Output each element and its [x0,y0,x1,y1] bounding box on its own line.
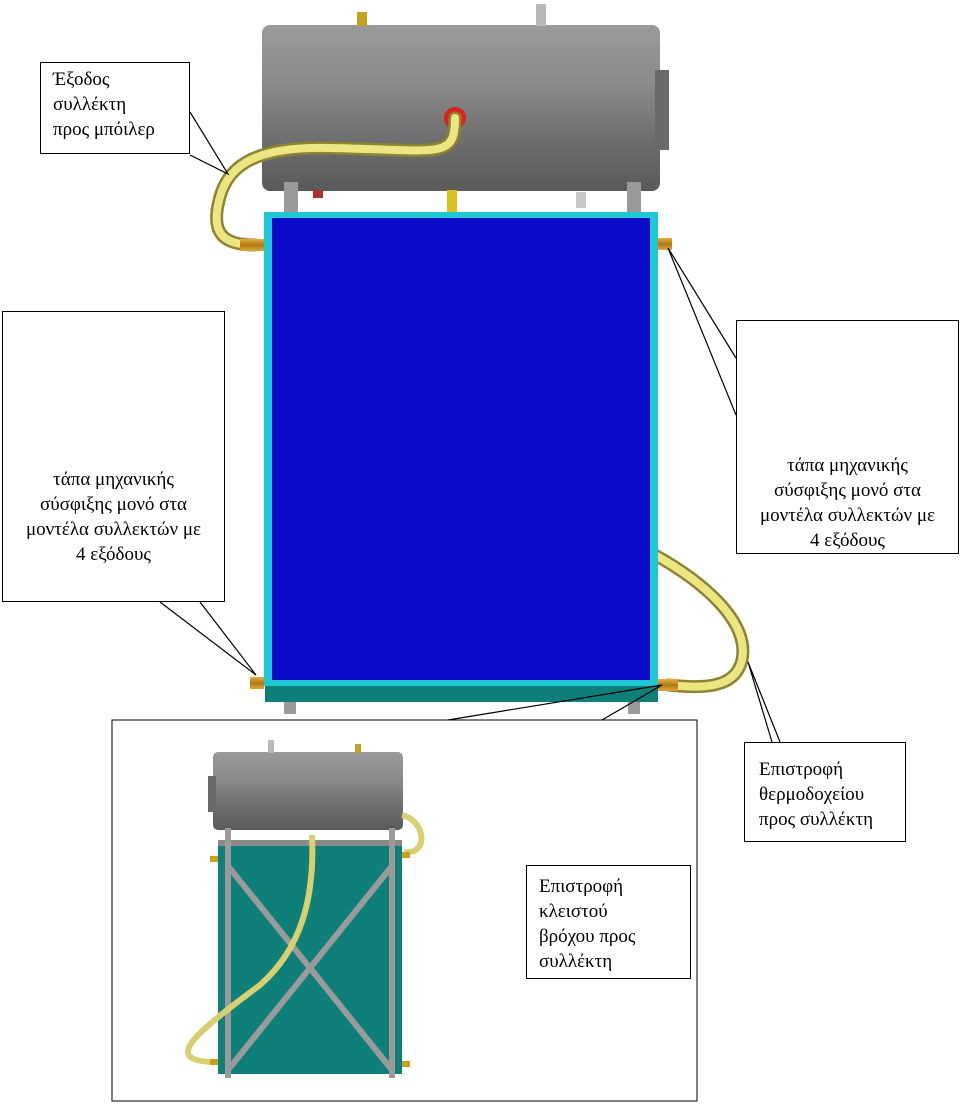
callout-plug-right: τάπα μηχανικής σύσφιξης μονό στα μοντέλα… [736,320,959,554]
main-tank-leg-left [284,182,298,214]
callout-closed-loop-return: Επιστροφή κλειστού βρόχου προς συλλέκτη [526,865,691,979]
label-tank-return: Επιστροφή θερμοδοχείου προς συλλέκτη [759,759,874,830]
inset-return-hose [185,834,316,1065]
leader-outlet [189,111,230,176]
collector-foot-right [628,702,640,714]
label-plug-left: τάπα μηχανικής σύσφιξης μονό στα μοντέλα… [25,469,202,565]
fitting-top-left [240,239,264,251]
callout-plug-left: τάπα μηχανικής σύσφιξης μονό στα μοντέλα… [2,311,225,602]
main-tank-bottom-valve [576,192,586,208]
main-tank-body [262,25,660,191]
outlet-hose-highlight [212,114,459,249]
inset-fitting-bottom-right [402,1061,410,1067]
callout-tank-return: Επιστροφή θερμοδοχείου προς συλλέκτη [744,742,906,842]
main-tank [262,4,669,214]
label-collector-outlet: Έξοδος συλλέκτη προς μπόιλερ [53,69,155,140]
main-tank-top-fitting-left [357,12,367,26]
collector-panel [264,212,658,714]
collector-glass [272,218,650,680]
fitting-bottom-left [250,677,264,689]
leader-plug-left [159,601,257,676]
inset-fitting-right [402,852,410,858]
label-plug-right: τάπα μηχανικής σύσφιξης μονό στα μοντέλα… [759,455,936,551]
inset-rear-view [185,740,425,1078]
main-tank-endcap [655,70,669,150]
leader-tank-return [747,661,781,743]
inset-tank-endcap [208,776,216,812]
collector-fittings [240,238,678,691]
inset-tank-valve-right [355,744,361,753]
inset-hose-right [401,812,425,856]
inset-fitting-left [210,856,218,862]
collector-foot-left [284,702,296,714]
main-tank-top-fitting-right [536,4,546,26]
main-tank-leg-right [627,182,641,214]
fitting-top-right [658,238,672,250]
inset-fitting-bottom-left [210,1059,218,1065]
main-tank-bottom-fitting [447,190,457,214]
leader-plug-right [667,247,737,416]
return-hose-highlight [651,551,747,691]
inset-tank [213,752,403,830]
inset-tank-valve-left [268,740,274,753]
fitting-bottom-right [658,679,678,691]
label-closed-loop-return: Επιστροφή κλειστού βρόχου προς συλλέκτη [539,876,636,972]
inset-support-frame [225,828,395,1078]
callout-collector-outlet: Έξοδος συλλέκτη προς μπόιλερ [40,62,190,154]
collector-back [265,684,658,702]
main-tank-bottom-red [313,190,323,198]
leader-inset [447,684,663,721]
